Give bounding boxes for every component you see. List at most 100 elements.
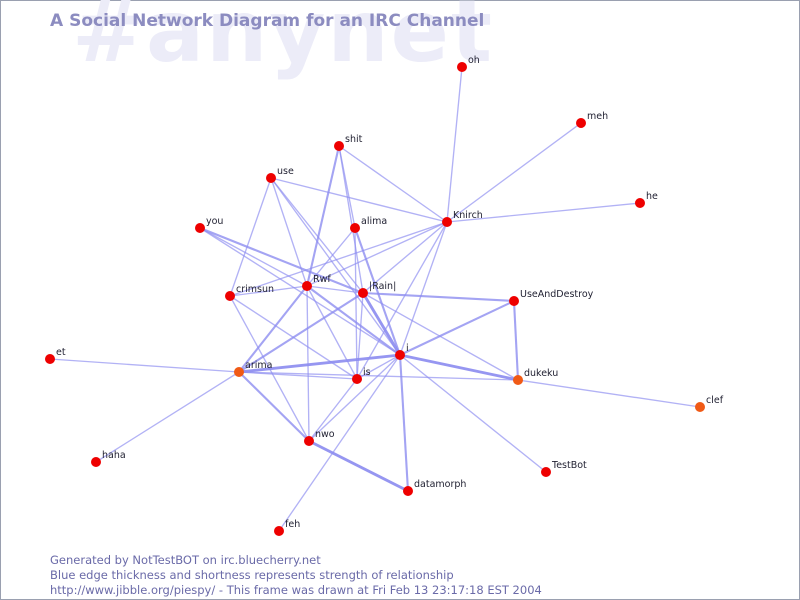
edge-knirch-rain [362, 221, 448, 294]
edge-layer [49, 66, 701, 532]
node-dot-oh [457, 62, 467, 72]
node-label-he: he [646, 191, 658, 202]
node-dot-rwf [302, 281, 312, 291]
node-crimsun: crimsun [225, 284, 274, 301]
edge-rwf-i [306, 285, 401, 356]
node-layer: ohmehheshitusealimaKnirchyouRwf|Rain|cri… [45, 55, 724, 536]
edge-rain-arima [238, 292, 364, 373]
node-label-haha: haha [102, 450, 126, 461]
node-dot-you [195, 223, 205, 233]
node-dot-datamorph [403, 486, 413, 496]
node-dot-testbot [541, 467, 551, 477]
edge-is-nwo [308, 378, 358, 442]
edge-rwf-arima [238, 285, 308, 373]
node-dot-rain [358, 288, 368, 298]
node-label-is: is [363, 367, 371, 378]
node-label-crimsun: crimsun [236, 284, 274, 295]
node-datamorph: datamorph [403, 479, 466, 496]
edge-shit-knirch [338, 145, 448, 223]
channel-watermark: #anynet [72, 0, 495, 82]
node-dot-shit [334, 141, 344, 151]
footer-generated-by: Generated by NotTestBOT on irc.bluecherr… [50, 553, 321, 567]
node-haha: haha [91, 450, 126, 467]
node-knirch: Knirch [442, 210, 483, 227]
node-dot-clef [695, 402, 705, 412]
node-dot-i [395, 350, 405, 360]
footer-source-timestamp: http://www.jibble.org/piespy/ - This fra… [50, 582, 542, 597]
edge-knirch-rwf [306, 221, 448, 287]
edge-i-dukeku [399, 353, 519, 382]
edge-arima-nwo [238, 371, 310, 442]
node-oh: oh [457, 55, 480, 72]
node-arima: arima [234, 360, 272, 377]
node-label-i: i [406, 343, 409, 354]
edge-shit-rain [338, 145, 364, 294]
node-et: et [45, 347, 66, 364]
footer-legend-note: Blue edge thickness and shortness repres… [50, 567, 454, 582]
node-label-shit: shit [345, 134, 363, 145]
edge-knirch-i [399, 221, 448, 356]
node-label-arima: arima [245, 360, 272, 371]
edge-crimsun-is [229, 295, 358, 380]
node-label-datamorph: datamorph [414, 479, 466, 490]
node-label-alima: alima [361, 216, 387, 227]
node-dot-he [635, 198, 645, 208]
edge-shit-rwf [305, 145, 341, 287]
node-label-clef: clef [706, 395, 724, 406]
edge-dukeku-clef [517, 379, 701, 408]
node-dot-feh [274, 526, 284, 536]
node-testbot: TestBot [541, 460, 587, 477]
node-dot-use [266, 173, 276, 183]
node-label-testbot: TestBot [551, 460, 587, 471]
edge-et-arima [49, 358, 240, 373]
edge-i-arima [238, 353, 401, 374]
edge-useanddestroy-dukeku [512, 300, 520, 381]
node-dot-useanddestroy [509, 296, 519, 306]
node-rwf: Rwf [302, 274, 331, 291]
node-label-et: et [56, 347, 66, 358]
edge-you-rain [199, 227, 364, 294]
edge-use-crimsun [229, 177, 272, 297]
edge-nwo-datamorph [308, 439, 409, 493]
footer: Generated by NotTestBOT on irc.bluecherr… [50, 553, 542, 597]
edge-rwf-rain [306, 285, 364, 294]
edge-use-rain [270, 177, 364, 294]
edge-rain-is [356, 292, 364, 380]
edge-arima-haha [95, 371, 240, 463]
node-dot-crimsun [225, 291, 235, 301]
node-dot-nwo [304, 436, 314, 446]
node-label-nwo: nwo [315, 429, 335, 440]
node-label-use: use [277, 166, 294, 177]
node-dot-meh [576, 118, 586, 128]
edge-you-rwf [199, 227, 308, 287]
node-he: he [635, 191, 658, 208]
node-dot-is [352, 374, 362, 384]
node-nwo: nwo [304, 429, 335, 446]
edge-alima-rwf [306, 227, 356, 287]
node-label-feh: feh [285, 519, 300, 530]
node-label-dukeku: dukeku [524, 368, 558, 379]
node-dukeku: dukeku [513, 368, 558, 385]
node-i: i [395, 343, 409, 360]
node-shit: shit [334, 134, 363, 151]
node-label-rwf: Rwf [313, 274, 331, 285]
node-dot-knirch [442, 217, 452, 227]
diagram-title: A Social Network Diagram for an IRC Chan… [50, 11, 485, 31]
edge-rwf-is [306, 285, 358, 380]
edge-meh-knirch [446, 122, 582, 223]
edge-use-i [270, 177, 401, 356]
node-label-knirch: Knirch [453, 210, 483, 221]
edge-rwf-crimsun [229, 285, 308, 297]
edge-rain-i [361, 292, 402, 356]
node-label-useanddestroy: UseAndDestroy [520, 289, 594, 300]
edge-you-i [199, 227, 401, 356]
edge-rain-useanddestroy [362, 291, 515, 303]
node-meh: meh [576, 111, 608, 128]
edge-use-knirch [270, 177, 448, 223]
node-alima: alima [350, 216, 387, 233]
node-label-meh: meh [587, 111, 608, 122]
node-label-oh: oh [468, 55, 480, 66]
edge-arima-dukeku [238, 371, 519, 381]
edge-he-knirch [446, 202, 641, 223]
